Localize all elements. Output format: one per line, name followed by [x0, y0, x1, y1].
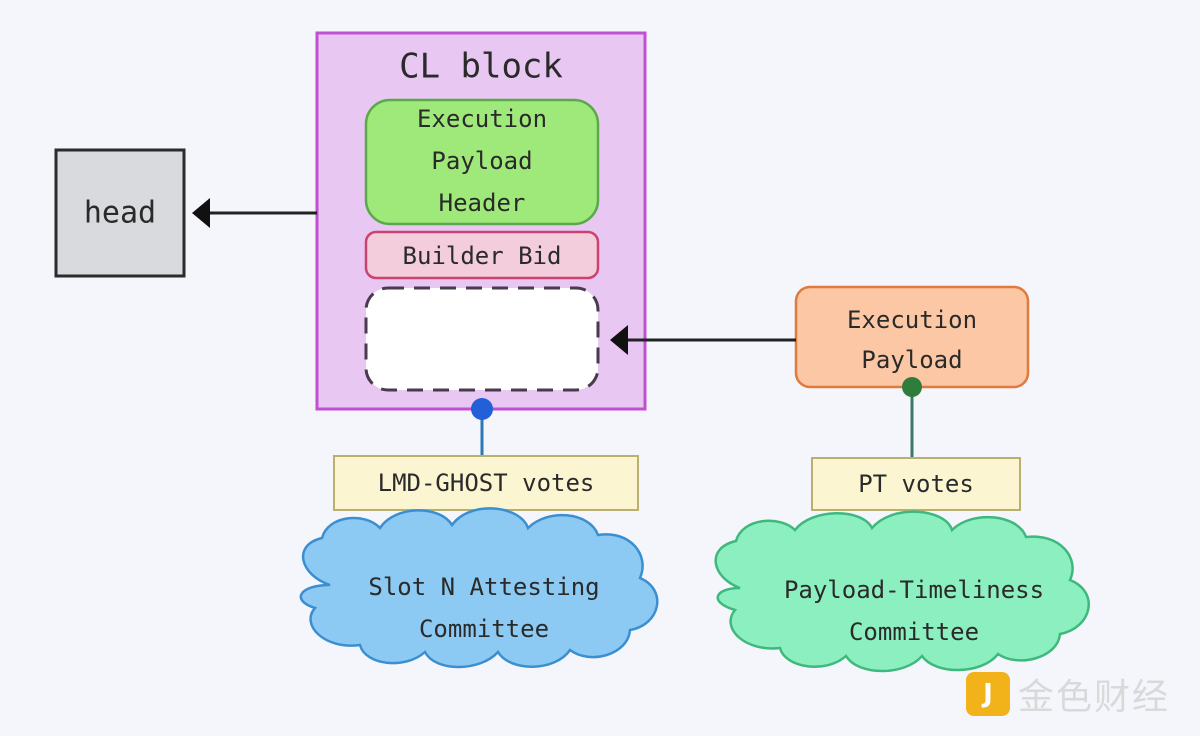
lmd-ghost-votes-label: LMD-GHOST votes [378, 469, 595, 497]
execution-payload-header-box [364, 98, 600, 226]
lmd-ghost-votes: LMD-GHOST votes [333, 455, 639, 511]
execution-payload-header-line-1: Execution [417, 105, 547, 133]
watermark: J 金色财经 [966, 668, 1170, 720]
payload-slot-placeholder [364, 286, 600, 392]
execution-payload-header: Execution Payload Header [364, 98, 600, 226]
watermark-logo-icon: J [966, 672, 1010, 716]
execution-payload-header-line-3: Header [439, 189, 526, 217]
watermark-text: 金色财经 [1018, 677, 1171, 718]
pt-votes-label: PT votes [858, 470, 974, 498]
ptc-committee-line-2: Committee [849, 618, 979, 646]
ptc-committee-cloud-shape [714, 510, 1090, 673]
pt-votes: PT votes [811, 457, 1021, 511]
execution-payload-line-1: Execution [847, 306, 977, 334]
lmd-ghost-votes-box [333, 455, 639, 511]
ptc-committee-line-1: Payload-Timeliness [784, 576, 1044, 604]
head-block: head [54, 148, 186, 278]
execution-payload: Execution Payload [794, 285, 1030, 389]
ptc-committee-cloud: Payload-Timeliness Committee [714, 510, 1090, 673]
lmd-anchor-dot [471, 398, 493, 420]
slot-committee-line-2: Committee [419, 615, 549, 643]
cl-block: CL block Execution Payload Header Builde… [315, 31, 647, 411]
execution-payload-line-2: Payload [861, 346, 962, 374]
builder-bid-box [364, 230, 600, 280]
cl-block-title: CL block [399, 47, 563, 87]
slot-committee-cloud: Slot N Attesting Committee [299, 507, 659, 669]
slot-committee-line-1: Slot N Attesting [368, 573, 599, 601]
execution-payload-header-line-2: Payload [431, 147, 532, 175]
head-box [54, 148, 186, 278]
head-label: head [84, 196, 156, 231]
pt-anchor-dot [902, 377, 922, 397]
pt-votes-box [811, 457, 1021, 511]
builder-bid: Builder Bid [364, 230, 600, 280]
slot-committee-cloud-shape [299, 507, 659, 669]
builder-bid-label: Builder Bid [403, 242, 562, 270]
